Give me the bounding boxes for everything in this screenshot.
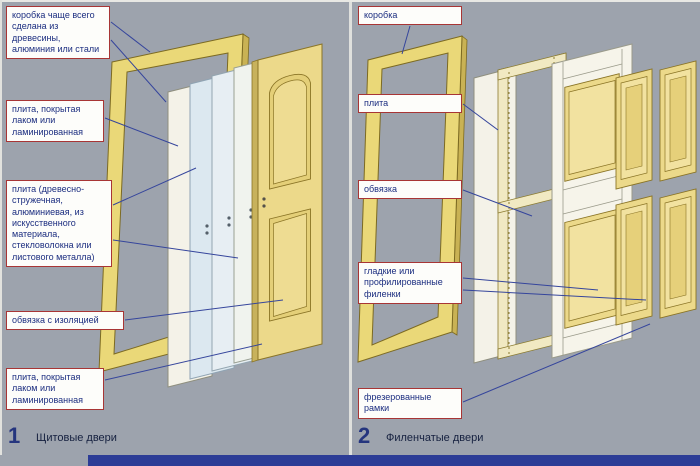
section-caption-right: Филенчатые двери [386, 432, 484, 444]
callout-lines [104, 21, 651, 403]
label-left-core-plate: плита (древесно-стружечная, алюминиевая,… [6, 180, 112, 267]
label-left-frame: коробка чаще всего сделана из древесины,… [6, 6, 110, 59]
label-left-edge-banding: обвязка с изоляцией [6, 311, 124, 331]
label-right-frame: коробка [358, 6, 462, 26]
label-right-stile-rail: обвязка [358, 180, 462, 200]
label-right-panels: гладкие или профилированные филенки [358, 262, 462, 304]
section-number-right: 2 [358, 423, 371, 448]
left-door-leaf [251, 43, 323, 363]
section-number-left: 1 [8, 423, 21, 448]
right-face-plate [473, 66, 517, 364]
label-left-laminated-plate-top: плита, покрытая лаком или ламинированная [6, 100, 104, 142]
bottom-accent-bar [88, 455, 700, 466]
halves-divider [349, 0, 352, 455]
label-left-laminated-plate-bottom: плита, покрытая лаком или ламинированная [6, 368, 104, 410]
right-door-leaf [551, 43, 633, 359]
left-edge-line [0, 0, 2, 455]
label-right-plate: плита [358, 94, 462, 114]
top-edge-line [0, 0, 700, 2]
label-right-milled-frames: фрезерованные рамки [358, 388, 462, 419]
section-caption-left: Щитовые двери [36, 432, 117, 444]
right-loose-panels [615, 60, 697, 326]
